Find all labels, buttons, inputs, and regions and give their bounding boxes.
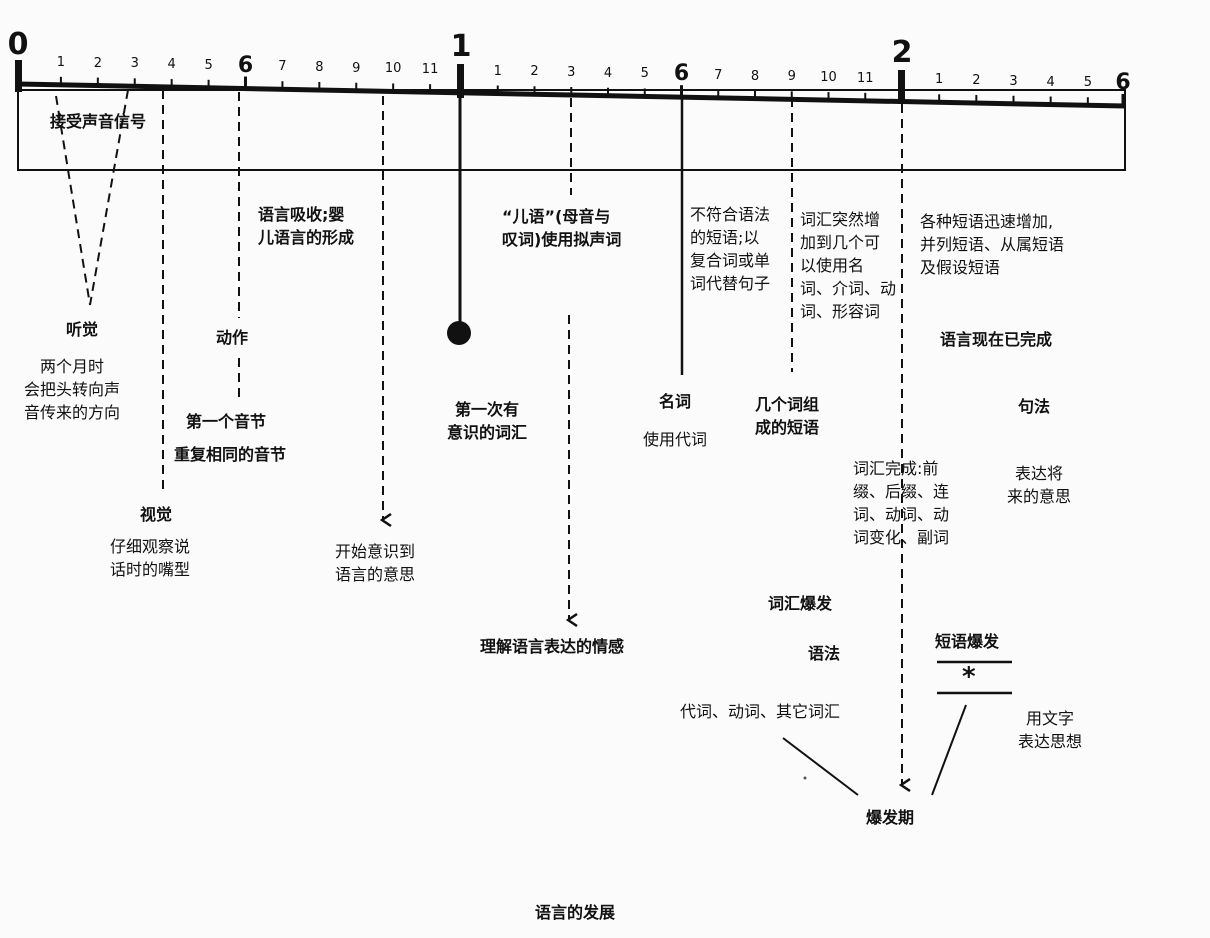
first-vocab-label: 第一次有 意识的词汇 (447, 400, 528, 442)
year-2-label: 2 (891, 35, 913, 70)
month-y0-2-label: 2 (93, 55, 102, 71)
vision-title: 视觉 (140, 505, 173, 524)
phrases-increase-label: 各种短语迅速增加, 并列短语、从属短语 及假设短语 (920, 212, 1065, 277)
month-y0-11-label: 11 (421, 62, 439, 78)
month-y1-8-label: 8 (750, 68, 760, 84)
month-y1-5-label: 5 (640, 66, 649, 82)
month-y2-3-label: 3 (1009, 73, 1018, 89)
month-y2-6-label: 6 (1115, 69, 1131, 95)
phrase-few-label: 几个词组 成的短语 (755, 395, 820, 437)
understand-label: 理解语言表达的情感 (480, 637, 625, 656)
baby-talk-label: “儿语”(母音与 叹词)使用拟声词 (502, 207, 622, 249)
ungrammatical-label: 不符合语法 的短语;以 复合词或单 词代替句子 (690, 205, 771, 293)
hearing-desc: 两个月时 会把头转向声 音传来的方向 (24, 357, 121, 422)
begin-aware-label: 开始意识到 语言的意思 (335, 542, 416, 584)
month-y1-9-label: 9 (787, 69, 796, 85)
ruler-top-line (17, 81, 1126, 109)
action-label: 动作 (216, 328, 249, 347)
pron-verb-label: 代词、动词、其它词汇 (680, 702, 841, 721)
first-syllable-label: 第一个音节 (186, 412, 267, 431)
lang-complete-label: 语言现在已完成 (940, 330, 1053, 349)
burst-left-line (782, 737, 859, 796)
speck-dot (803, 776, 807, 780)
month-y0-6-label: 6 (237, 52, 254, 78)
month-y2-2-label: 2 (972, 73, 981, 89)
month-y0-5-label: 5 (204, 57, 213, 73)
month-y1-7-label: 7 (714, 67, 723, 83)
month-y0-9-label: 9 (352, 60, 361, 76)
express-words-label: 用文字 表达思想 (1018, 709, 1083, 751)
vision-desc: 仔细观察说 话时的嘴型 (110, 537, 191, 579)
receive-sound-label: 接受声音信号 (50, 112, 147, 131)
month-y0-8-label: 8 (315, 59, 324, 75)
burst-right-line (931, 704, 967, 796)
express-future-label: 表达将 来的意思 (1007, 464, 1072, 506)
ruler-ticks (59, 76, 1125, 106)
absorb-label: 语言吸收;婴 儿语言的形成 (258, 205, 355, 247)
caption: 语言的发展 (535, 903, 616, 922)
vocab-increase-label: 词汇突然增 加到几个可 以使用名 词、介词、动 词、形容词 (800, 210, 897, 321)
month-y0-1-label: 1 (56, 54, 66, 70)
month-y0-10-label: 10 (384, 61, 402, 77)
year-1-label: 1 (450, 29, 472, 64)
month-y1-2-label: 2 (530, 64, 539, 80)
month-y1-1-label: 1 (493, 63, 502, 79)
month-y2-1-label: 1 (935, 72, 944, 88)
month-y0-7-label: 7 (278, 59, 287, 75)
vocab-burst-label: 词汇爆发 (768, 594, 833, 613)
month-y1-3-label: 3 (567, 64, 576, 80)
month-y1-6-label: 6 (673, 61, 690, 87)
noun-label: 名词 (659, 392, 692, 411)
asterisk-label: * (962, 662, 976, 692)
month-y0-4-label: 4 (167, 57, 176, 73)
month-y2-5-label: 5 (1083, 75, 1092, 91)
vocab-complete-label: 词汇完成:前 缀、后缀、连 词、动词、动 词变化、副词 (853, 459, 950, 547)
hearing-title: 听觉 (66, 320, 99, 339)
month-y2-4-label: 4 (1046, 74, 1055, 90)
month-y1-11-label: 11 (856, 70, 874, 86)
year-0-label: 0 (7, 27, 29, 62)
year-0-post (15, 60, 22, 92)
month-y0-3-label: 3 (130, 56, 139, 72)
first-vocab-dot (447, 321, 471, 345)
month-y1-4-label: 4 (603, 65, 613, 81)
hearing-dashed-line-left (55, 95, 91, 306)
year-2-post (898, 70, 905, 104)
syntax-label: 句法 (1018, 397, 1051, 416)
burst-period-label: 爆发期 (866, 808, 915, 827)
repeat-syllable-label: 重复相同的音节 (174, 445, 287, 464)
hearing-dashed-line-right (89, 89, 129, 306)
phrase-burst-label: 短语爆发 (935, 632, 1000, 651)
use-pronoun-label: 使用代词 (643, 430, 708, 449)
year-1-post (457, 64, 464, 98)
grammar-label: 语法 (808, 644, 841, 663)
month-y1-10-label: 10 (820, 70, 837, 86)
